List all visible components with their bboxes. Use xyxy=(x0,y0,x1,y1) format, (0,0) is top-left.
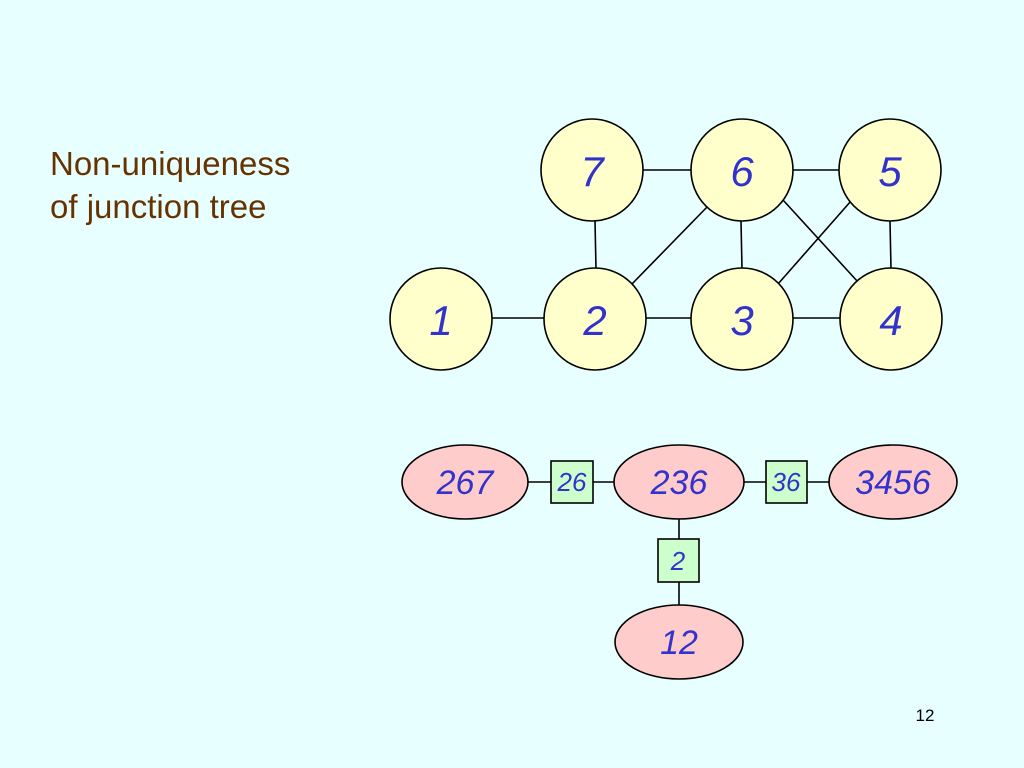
node-1-label: 1 xyxy=(429,297,452,344)
node-2: 2 xyxy=(543,267,647,371)
edge-6-2 xyxy=(630,204,710,286)
junction-tree-cliques: 267 236 3456 12 xyxy=(401,444,958,680)
edge-6-4 xyxy=(782,199,859,283)
node-3-label: 3 xyxy=(730,297,753,344)
node-2-label: 2 xyxy=(582,297,606,344)
node-7-label: 7 xyxy=(580,148,605,195)
node-1-circle xyxy=(389,267,493,371)
separator-2-box xyxy=(657,538,700,583)
separator-2: 2 xyxy=(657,538,700,583)
clique-236-ellipse xyxy=(613,444,745,520)
slide-title-line-1: Non-uniqueness xyxy=(50,145,291,182)
node-4-label: 4 xyxy=(879,297,902,344)
edge-7-2 xyxy=(594,220,597,270)
node-6-label: 6 xyxy=(730,148,754,195)
node-6-circle xyxy=(690,118,794,222)
separator-36: 36 xyxy=(765,460,808,504)
clique-267-label: 267 xyxy=(436,464,495,502)
graph-edges xyxy=(492,169,892,319)
separator-2-label: 2 xyxy=(670,546,686,576)
node-1: 1 xyxy=(389,267,493,371)
page-number: 12 xyxy=(915,706,935,725)
clique-236-label: 236 xyxy=(650,464,708,502)
clique-12-label: 12 xyxy=(660,624,698,662)
clique-236: 236 xyxy=(613,444,745,520)
junction-tree-edges xyxy=(527,481,830,606)
separator-36-label: 36 xyxy=(772,467,801,497)
node-5-label: 5 xyxy=(878,148,902,195)
clique-3456-label: 3456 xyxy=(855,464,931,502)
node-3-circle xyxy=(690,267,794,371)
node-3: 3 xyxy=(690,267,794,371)
clique-3456-ellipse xyxy=(828,444,958,520)
junction-tree-separators: 26 36 2 xyxy=(550,460,808,583)
graph-nodes: 7 6 5 1 2 3 4 xyxy=(389,118,943,371)
clique-3456: 3456 xyxy=(828,444,958,520)
separator-26-label: 26 xyxy=(557,467,587,497)
slide-title-line-2: of junction tree xyxy=(50,188,267,225)
clique-267: 267 xyxy=(401,444,529,520)
clique-267-ellipse xyxy=(401,444,529,520)
node-7: 7 xyxy=(540,118,644,222)
slide-title: Non-uniqueness of junction tree xyxy=(50,142,370,228)
node-5-circle xyxy=(838,118,942,222)
node-4: 4 xyxy=(839,267,943,371)
edge-5-4 xyxy=(889,220,892,270)
separator-26: 26 xyxy=(550,460,594,504)
node-4-circle xyxy=(839,267,943,371)
edge-6-3 xyxy=(740,220,743,270)
separator-26-box xyxy=(550,460,594,504)
node-2-circle xyxy=(543,267,647,371)
node-5: 5 xyxy=(838,118,942,222)
node-6: 6 xyxy=(690,118,794,222)
separator-36-box xyxy=(765,460,808,504)
clique-12-ellipse xyxy=(614,604,744,680)
clique-12: 12 xyxy=(614,604,744,680)
node-7-circle xyxy=(540,118,644,222)
edge-5-3 xyxy=(777,200,852,285)
